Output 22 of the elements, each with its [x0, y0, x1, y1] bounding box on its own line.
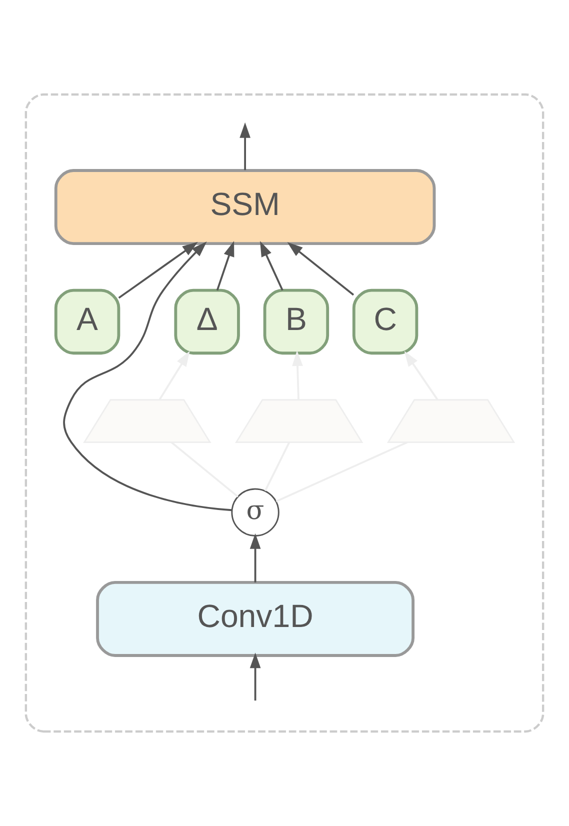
- arrow: [260, 241, 284, 291]
- arrow: [250, 533, 261, 582]
- cluster: [24, 93, 544, 733]
- connector: [264, 442, 290, 492]
- arrow: [240, 122, 250, 170]
- node-box: C: [352, 288, 418, 355]
- arrow: [118, 242, 198, 299]
- node-box: B: [263, 288, 330, 355]
- node-box: Conv1D: [96, 581, 415, 657]
- arrow: [292, 350, 303, 400]
- node-box: SSM: [54, 169, 436, 245]
- arrow: [287, 242, 354, 296]
- node-circle: σ: [231, 488, 280, 536]
- arrow: [404, 350, 438, 400]
- arrow: [216, 240, 234, 291]
- arrow: [158, 350, 190, 400]
- connector: [276, 441, 408, 502]
- connector: [170, 442, 239, 498]
- node-box: A: [54, 288, 120, 355]
- arrow: [63, 242, 232, 512]
- arrow: [250, 652, 261, 701]
- node-box: Δ: [174, 288, 240, 355]
